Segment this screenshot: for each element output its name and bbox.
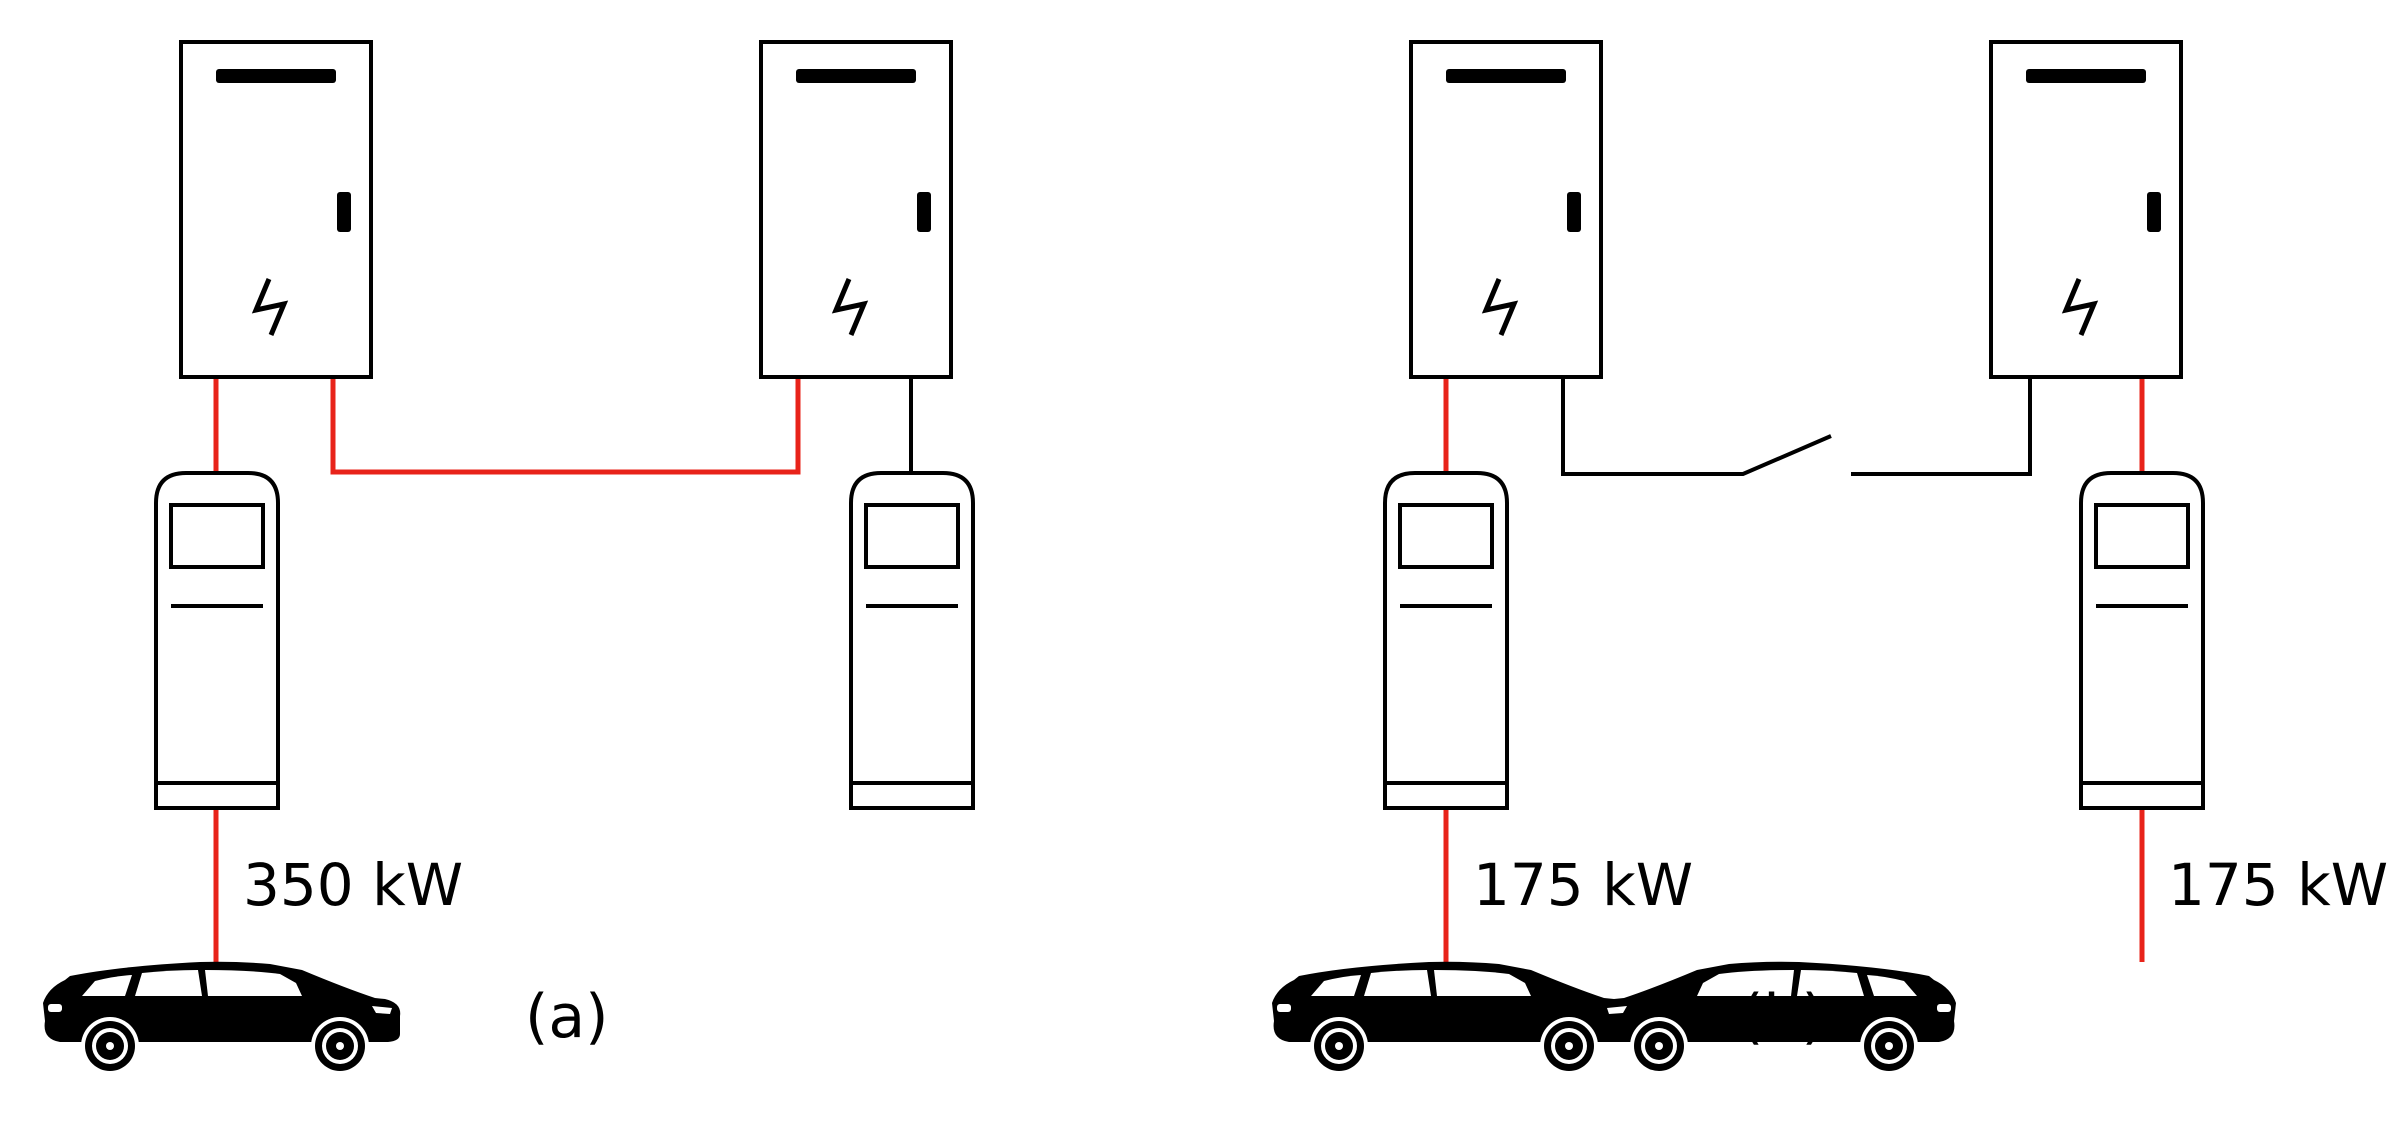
power-cabinet-icon — [1411, 42, 1601, 377]
panel-caption: (b) — [1740, 982, 1825, 1052]
charging-post-icon — [154, 471, 280, 810]
panel-b: 175 kW 175 kW (b) — [1272, 42, 2388, 1075]
power-cabinet-icon — [761, 42, 951, 377]
switch-icon — [1561, 377, 2032, 476]
power-label: 350 kW — [243, 851, 463, 919]
power-cabinet-icon — [181, 42, 371, 377]
power-label: 175 kW — [1473, 851, 1693, 919]
power-link-b — [1443, 377, 2145, 962]
charging-post-icon — [849, 471, 975, 810]
panel-a: 350 kW (a) — [43, 42, 975, 1075]
charging-post-icon — [2079, 471, 2205, 810]
charging-post-icon — [1383, 471, 1509, 810]
car-icon — [1272, 961, 1630, 1075]
power-label: 175 kW — [2168, 851, 2388, 919]
power-link-a — [213, 377, 801, 962]
power-cabinet-icon — [1991, 42, 2181, 377]
panel-caption: (a) — [525, 982, 609, 1052]
car-icon — [43, 961, 401, 1075]
